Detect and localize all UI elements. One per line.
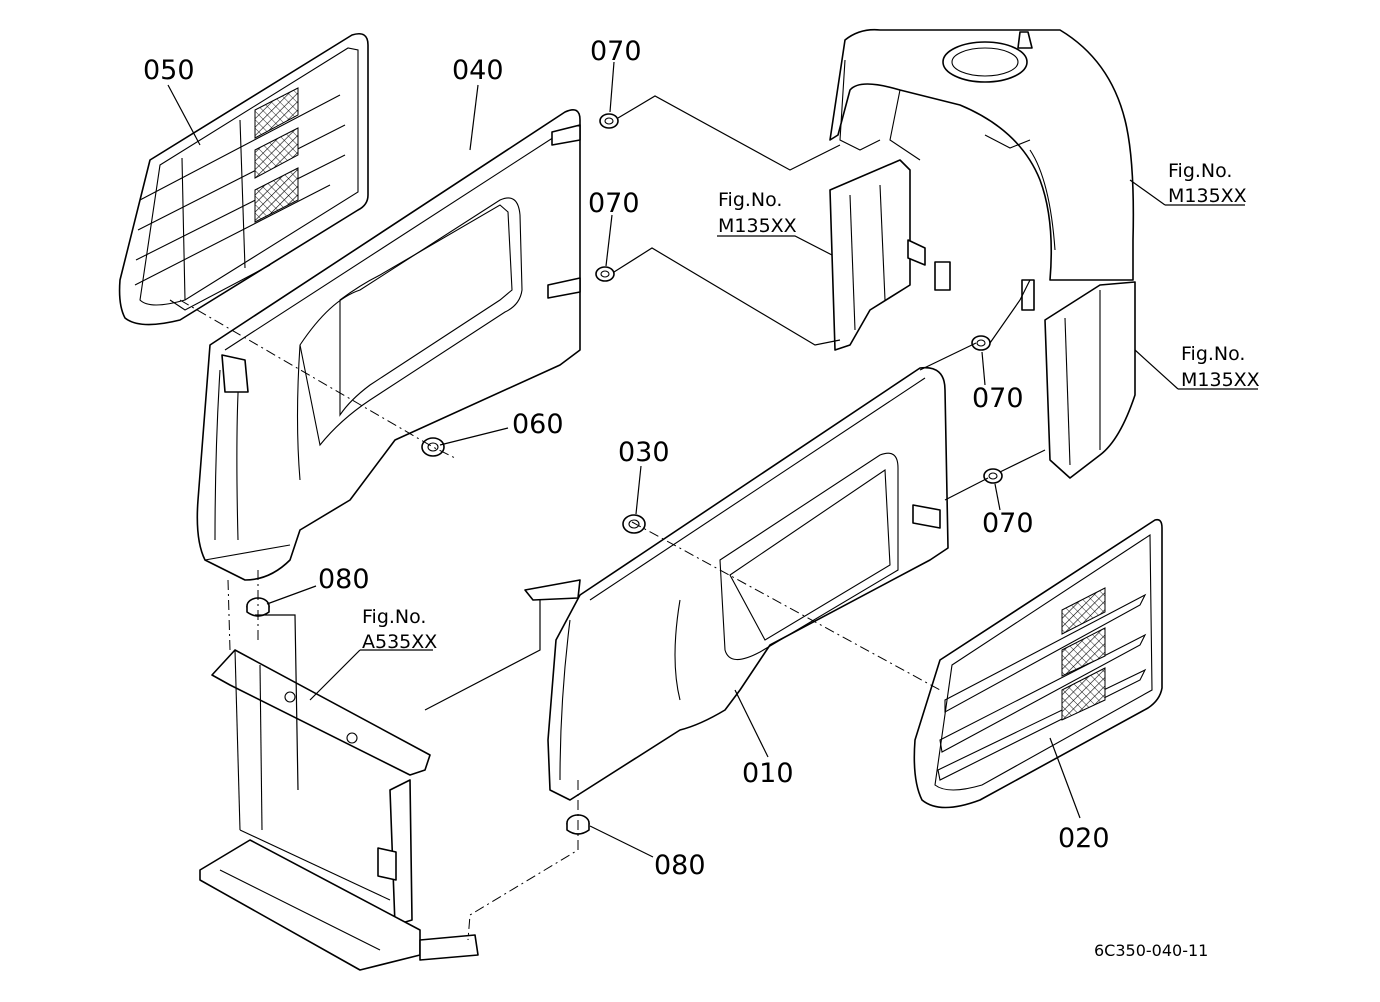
- right-bracket: [1021, 279, 1136, 479]
- fig-ref-a535: A535XX: [362, 631, 437, 653]
- label-080-right: 080: [654, 850, 706, 881]
- grommet-070-top: [599, 113, 619, 129]
- label-070-top: 070: [590, 36, 642, 67]
- label-070-right-low: 070: [982, 508, 1034, 539]
- connection-lines: [255, 95, 1046, 791]
- assembly-lines: [179, 299, 941, 941]
- fig-ref-m135-right-mid: M135XX: [1181, 369, 1260, 391]
- fig-no-right-top-heading: Fig.No.: [1168, 160, 1232, 182]
- washer-060: [421, 437, 445, 457]
- label-030: 030: [618, 437, 670, 468]
- label-040: 040: [452, 55, 504, 86]
- grille-020: [913, 518, 1163, 809]
- grommet-070-right-low: [983, 468, 1003, 484]
- label-020: 020: [1058, 823, 1110, 854]
- upper-housing: [829, 28, 1135, 281]
- label-070-mid: 070: [588, 188, 640, 219]
- side-cover-010: [524, 366, 949, 801]
- label-010: 010: [742, 758, 794, 789]
- label-050: 050: [143, 55, 195, 86]
- drawing-code: 6C350-040-11: [1094, 941, 1208, 960]
- label-070-right-top: 070: [972, 383, 1024, 414]
- grille-050: [118, 32, 369, 326]
- fig-ref-m135-right-top: M135XX: [1168, 185, 1247, 207]
- label-080-left: 080: [318, 564, 370, 595]
- side-cover-040: [196, 109, 581, 581]
- fig-no-frame-heading: Fig.No.: [362, 606, 426, 628]
- washer-030: [622, 514, 646, 534]
- grommet-070-mid: [595, 266, 615, 282]
- fig-ref-m135-left: M135XX: [718, 215, 797, 237]
- upper-bracket: [829, 159, 951, 351]
- label-060: 060: [512, 409, 564, 440]
- leader-lines: [167, 61, 1258, 858]
- lower-frame: [199, 649, 479, 971]
- fig-no-right-mid-heading: Fig.No.: [1181, 343, 1245, 365]
- fig-no-left-heading: Fig.No.: [718, 189, 782, 211]
